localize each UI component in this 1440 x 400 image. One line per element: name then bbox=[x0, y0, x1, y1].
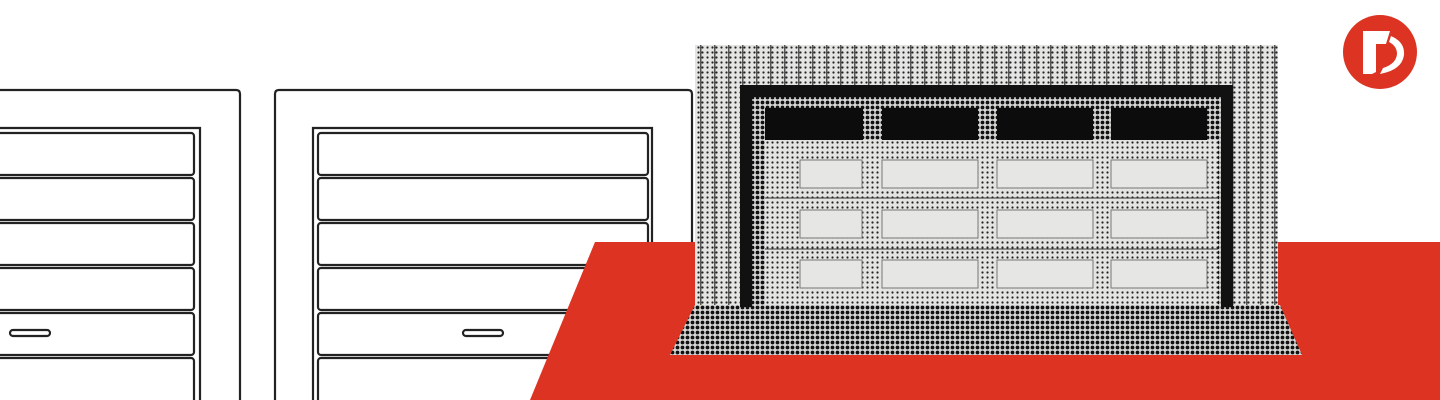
halftone-garage bbox=[670, 45, 1302, 355]
garage-panels bbox=[799, 159, 1208, 289]
door-handle-icon bbox=[8, 328, 52, 338]
garage-windows bbox=[765, 108, 1207, 140]
line-garage-door-left bbox=[0, 88, 242, 400]
door-handle-icon bbox=[461, 328, 505, 338]
brand-logo-icon[interactable] bbox=[1343, 15, 1417, 89]
